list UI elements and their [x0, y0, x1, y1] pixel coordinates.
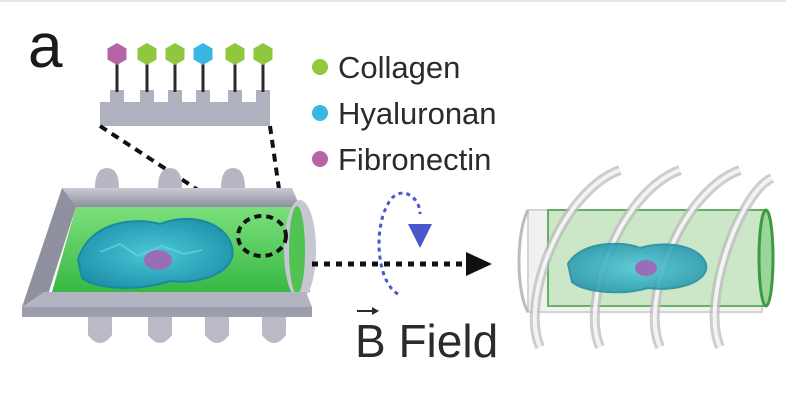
thread-tooth: [148, 317, 172, 343]
field-label: B Field: [355, 315, 499, 367]
scaffold-end-wall: [22, 188, 76, 307]
molecule-head: [137, 43, 157, 65]
backbone-node: [168, 90, 182, 104]
backbone-node: [256, 90, 270, 104]
thread-tooth: [88, 317, 112, 343]
field-direction-arrowhead: [466, 252, 492, 276]
molecule-heads: [107, 43, 273, 65]
thread-highlight: [712, 176, 773, 348]
thread-tooth: [262, 317, 286, 343]
cell-texture: [99, 242, 203, 258]
legend-label: Collagen: [338, 49, 461, 85]
scaffold-floor: [22, 292, 312, 307]
thread-highlight: [532, 168, 621, 348]
scaffold-back-wall: [62, 188, 300, 207]
molecule-head: [165, 43, 185, 65]
molecule-head: [253, 43, 273, 65]
scaffold-floor-edge: [22, 307, 312, 317]
cell-nucleus: [144, 250, 172, 270]
vector-arrow-icon: [357, 307, 379, 315]
thread-tooth: [221, 168, 245, 188]
backbone-node: [110, 90, 124, 104]
screw-tip: [517, 209, 530, 313]
thread-tooth: [95, 168, 119, 188]
legend: Collagen Hyaluronan Fibronectin: [312, 44, 497, 182]
hydrogel-cylinder-end: [757, 208, 775, 308]
backbone-node: [228, 90, 242, 104]
legend-item-hyaluronan: Hyaluronan: [312, 90, 497, 136]
thread-tooth: [158, 168, 182, 188]
legend-swatch: [312, 59, 328, 75]
molecule-chain: [100, 43, 273, 126]
scaffold-cutaway: [22, 168, 316, 343]
legend-label: Hyaluronan: [338, 95, 497, 131]
panel-label: a: [28, 12, 63, 81]
scaffold-opening-gel: [289, 206, 305, 294]
legend-item-fibronectin: Fibronectin: [312, 136, 497, 182]
screw-scaffold-assembled: [517, 165, 775, 350]
molecule-head: [107, 43, 127, 65]
rotation-arc: [377, 191, 422, 296]
legend-label: Fibronectin: [338, 141, 492, 177]
zoom-region-circle: [236, 214, 288, 258]
thread-tooth: [205, 317, 229, 343]
molecule-head: [225, 43, 245, 65]
backbone-node: [140, 90, 154, 104]
backbone-bar: [100, 102, 270, 126]
legend-swatch: [312, 151, 328, 167]
legend-swatch: [312, 105, 328, 121]
rotation-arrowhead: [408, 224, 432, 248]
molecule-head: [193, 43, 213, 65]
magnetic-field-indicator: [312, 191, 492, 296]
backbone-node: [196, 90, 210, 104]
cell-nucleus: [635, 260, 657, 276]
zoom-line-right: [268, 125, 286, 225]
molecule-stems: [115, 62, 265, 92]
legend-item-collagen: Collagen: [312, 44, 497, 90]
